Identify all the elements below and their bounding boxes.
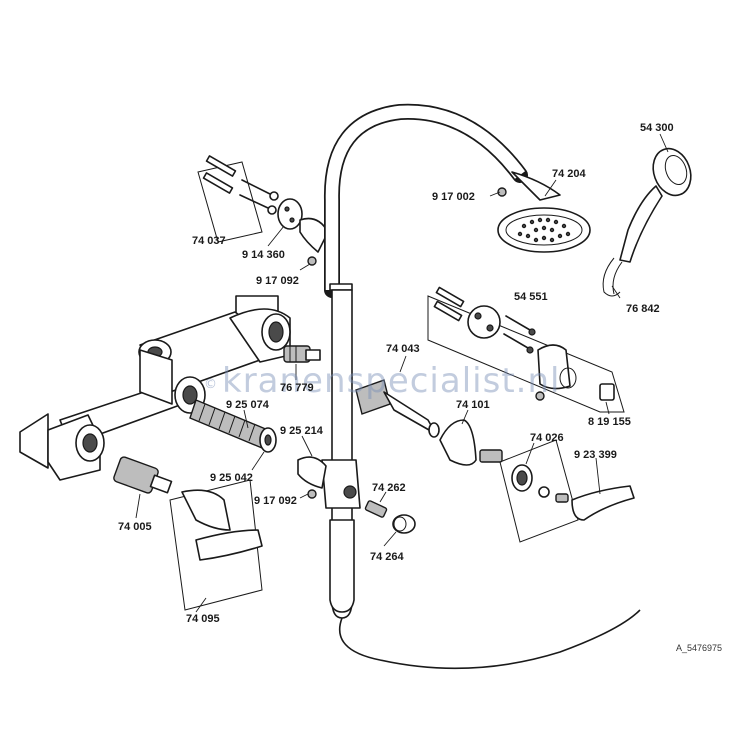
cartridge-74026 [499,439,579,543]
label-74101: 74 101 [456,399,490,411]
escutcheon-914360 [277,198,303,230]
label-914360: 9 14 360 [242,249,285,261]
wall-elbow-lower [297,456,327,499]
label-74264: 74 264 [370,551,405,563]
handle-74095 [169,479,263,611]
label-74005: 74 005 [118,521,152,533]
hand-shower-54300 [619,147,692,263]
label-54551: 54 551 [514,291,548,303]
cartridge-74005 [113,456,173,494]
label-925074: 9 25 074 [226,399,270,411]
label-74095: 74 095 [186,613,220,625]
label-74204: 74 204 [552,168,587,180]
label-925042: 9 25 042 [210,472,253,484]
cap-74264 [392,514,416,534]
hose-76842 [602,257,623,297]
label-917092-upper: 9 17 092 [256,275,299,287]
cartridge-76779 [283,345,321,363]
label-54300: 54 300 [640,122,674,134]
watermark: © kranenspecialist.nl [204,361,560,401]
document-id: A_5476975 [676,643,722,653]
label-74026: 74 026 [530,432,564,444]
label-917002: 9 17 002 [432,191,475,203]
nozzle-pattern [517,217,571,243]
wall-elbow-upper [299,217,329,266]
label-76842: 76 842 [626,303,660,315]
wall-anchors-74037 [197,155,279,243]
label-76779: 76 779 [280,382,314,394]
extension-sleeve [189,399,277,453]
shower-head-74204 [497,171,591,253]
label-923399: 9 23 399 [574,449,617,461]
leader-lines [135,133,669,613]
label-917092-lower: 9 17 092 [254,495,297,507]
screw-74262 [364,500,388,518]
diverter-74043 [355,379,440,438]
wall-bracket-54551 [427,286,625,413]
clip-819155 [599,383,615,401]
label-74037: 74 037 [192,235,226,247]
label-74262: 74 262 [372,482,406,494]
lever-handle-923399 [571,485,635,521]
shower-riser [321,103,641,670]
watermark-copyright-symbol: © [204,377,217,392]
valve-74101 [439,419,503,466]
label-74043: 74 043 [386,343,420,355]
label-925214: 9 25 214 [280,425,324,437]
part-labels: 54 300 74 204 9 17 002 74 037 9 14 360 9… [118,122,674,625]
watermark-text: kranenspecialist.nl [222,361,560,401]
wall-valve-body [19,295,291,481]
label-819155: 8 19 155 [588,416,631,428]
